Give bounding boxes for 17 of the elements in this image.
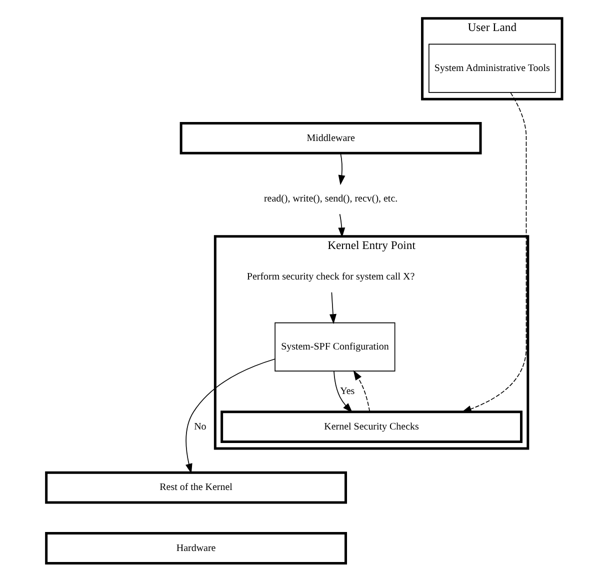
node-text: Perform security check for system call X? [246, 272, 414, 283]
node-box: Rest of the Kernel [44, 471, 346, 504]
node-box: Middleware [179, 122, 482, 154]
node-box: System Administrative Tools [428, 44, 556, 93]
arrow [338, 214, 345, 238]
node-box: System-SPF Configuration [274, 322, 395, 372]
edge-label: Yes [340, 386, 354, 398]
arrow [352, 370, 370, 412]
arrow [333, 370, 352, 413]
arrow [338, 152, 345, 186]
node-box: Hardware [44, 532, 346, 564]
node-text: read(), write(), send(), recv(), etc. [263, 193, 398, 204]
arrow [460, 92, 526, 412]
edge-label: No [194, 421, 206, 432]
node-box: Kernel Security Checks [220, 410, 522, 444]
arrow [185, 358, 275, 474]
arrow [329, 292, 336, 324]
